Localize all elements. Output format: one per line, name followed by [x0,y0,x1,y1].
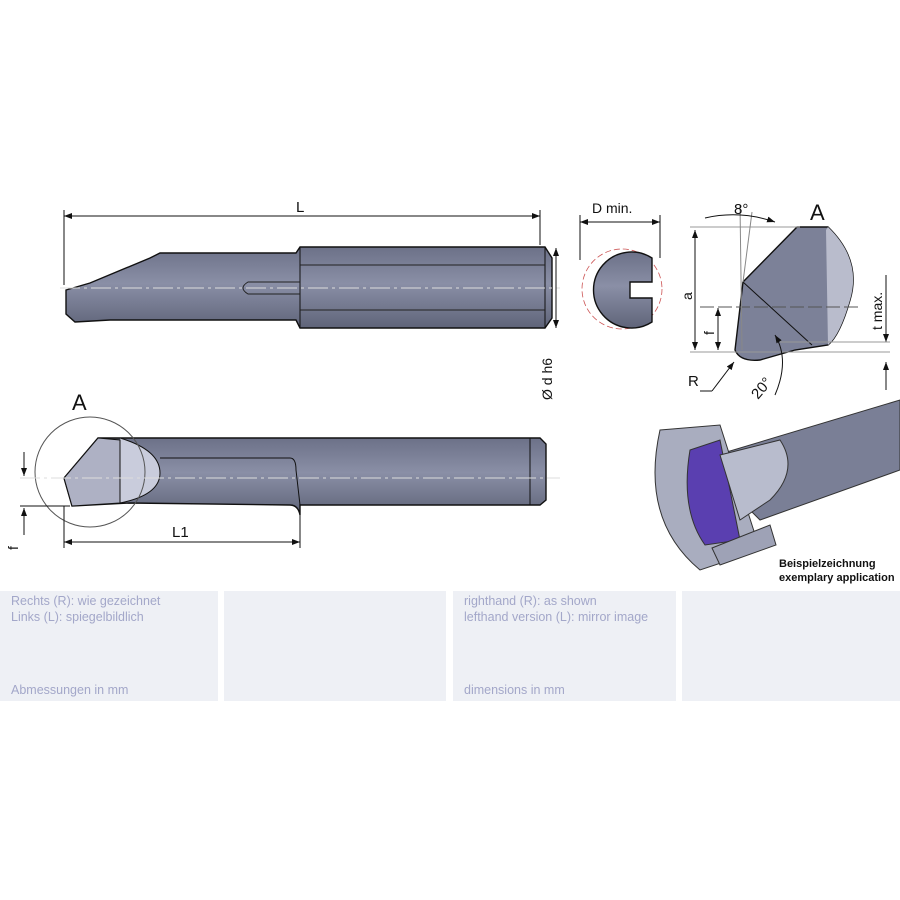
example-caption-en: exemplary application [779,572,895,584]
dim-d-h6: Ø d h6 [539,358,555,400]
dim-f-side: f [5,546,21,550]
info-panel-en: righthand (R): as shown lefthand version… [453,591,676,701]
units-note-en: dimensions in mm [464,683,565,697]
tool-top-view: L Ø d h6 [60,199,560,400]
angle-8: 8° [734,201,748,218]
detail-A-view: 8° A a f t max. R 20° [679,200,890,403]
hand-note-right-de: Rechts (R): wie gezeichnet [11,594,161,608]
info-panel-empty-1 [224,591,446,701]
example-caption-de: Beispielzeichnung [779,558,876,570]
detail-label-A: A [810,200,825,225]
detail-label-A-side: A [72,390,87,415]
dim-R: R [688,373,699,390]
info-panel-empty-2 [682,591,900,701]
tool-side-view: A f L1 [5,390,560,550]
info-panel-de: Rechts (R): wie gezeichnet Links (L): sp… [0,591,218,701]
tool-end-view: D min. [579,200,663,330]
dim-D-min: D min. [592,200,632,216]
dim-L: L [296,199,304,216]
dim-L1: L1 [172,524,189,541]
example-application-illustration: Beispielzeichnung exemplary application [654,399,900,584]
technical-drawing: L Ø d h6 D min. 8° A a f t max. R [5,199,900,584]
hand-note-right-en: righthand (R): as shown [464,594,597,608]
hand-note-left-de: Links (L): spiegelbildlich [11,610,144,624]
hand-note-left-en: lefthand version (L): mirror image [464,610,649,624]
dim-a: a [679,292,695,300]
angle-20: 20° [748,374,776,402]
units-note-de: Abmessungen in mm [11,683,129,697]
dim-t-max: t max. [869,292,885,330]
dim-f-detail: f [701,331,717,335]
